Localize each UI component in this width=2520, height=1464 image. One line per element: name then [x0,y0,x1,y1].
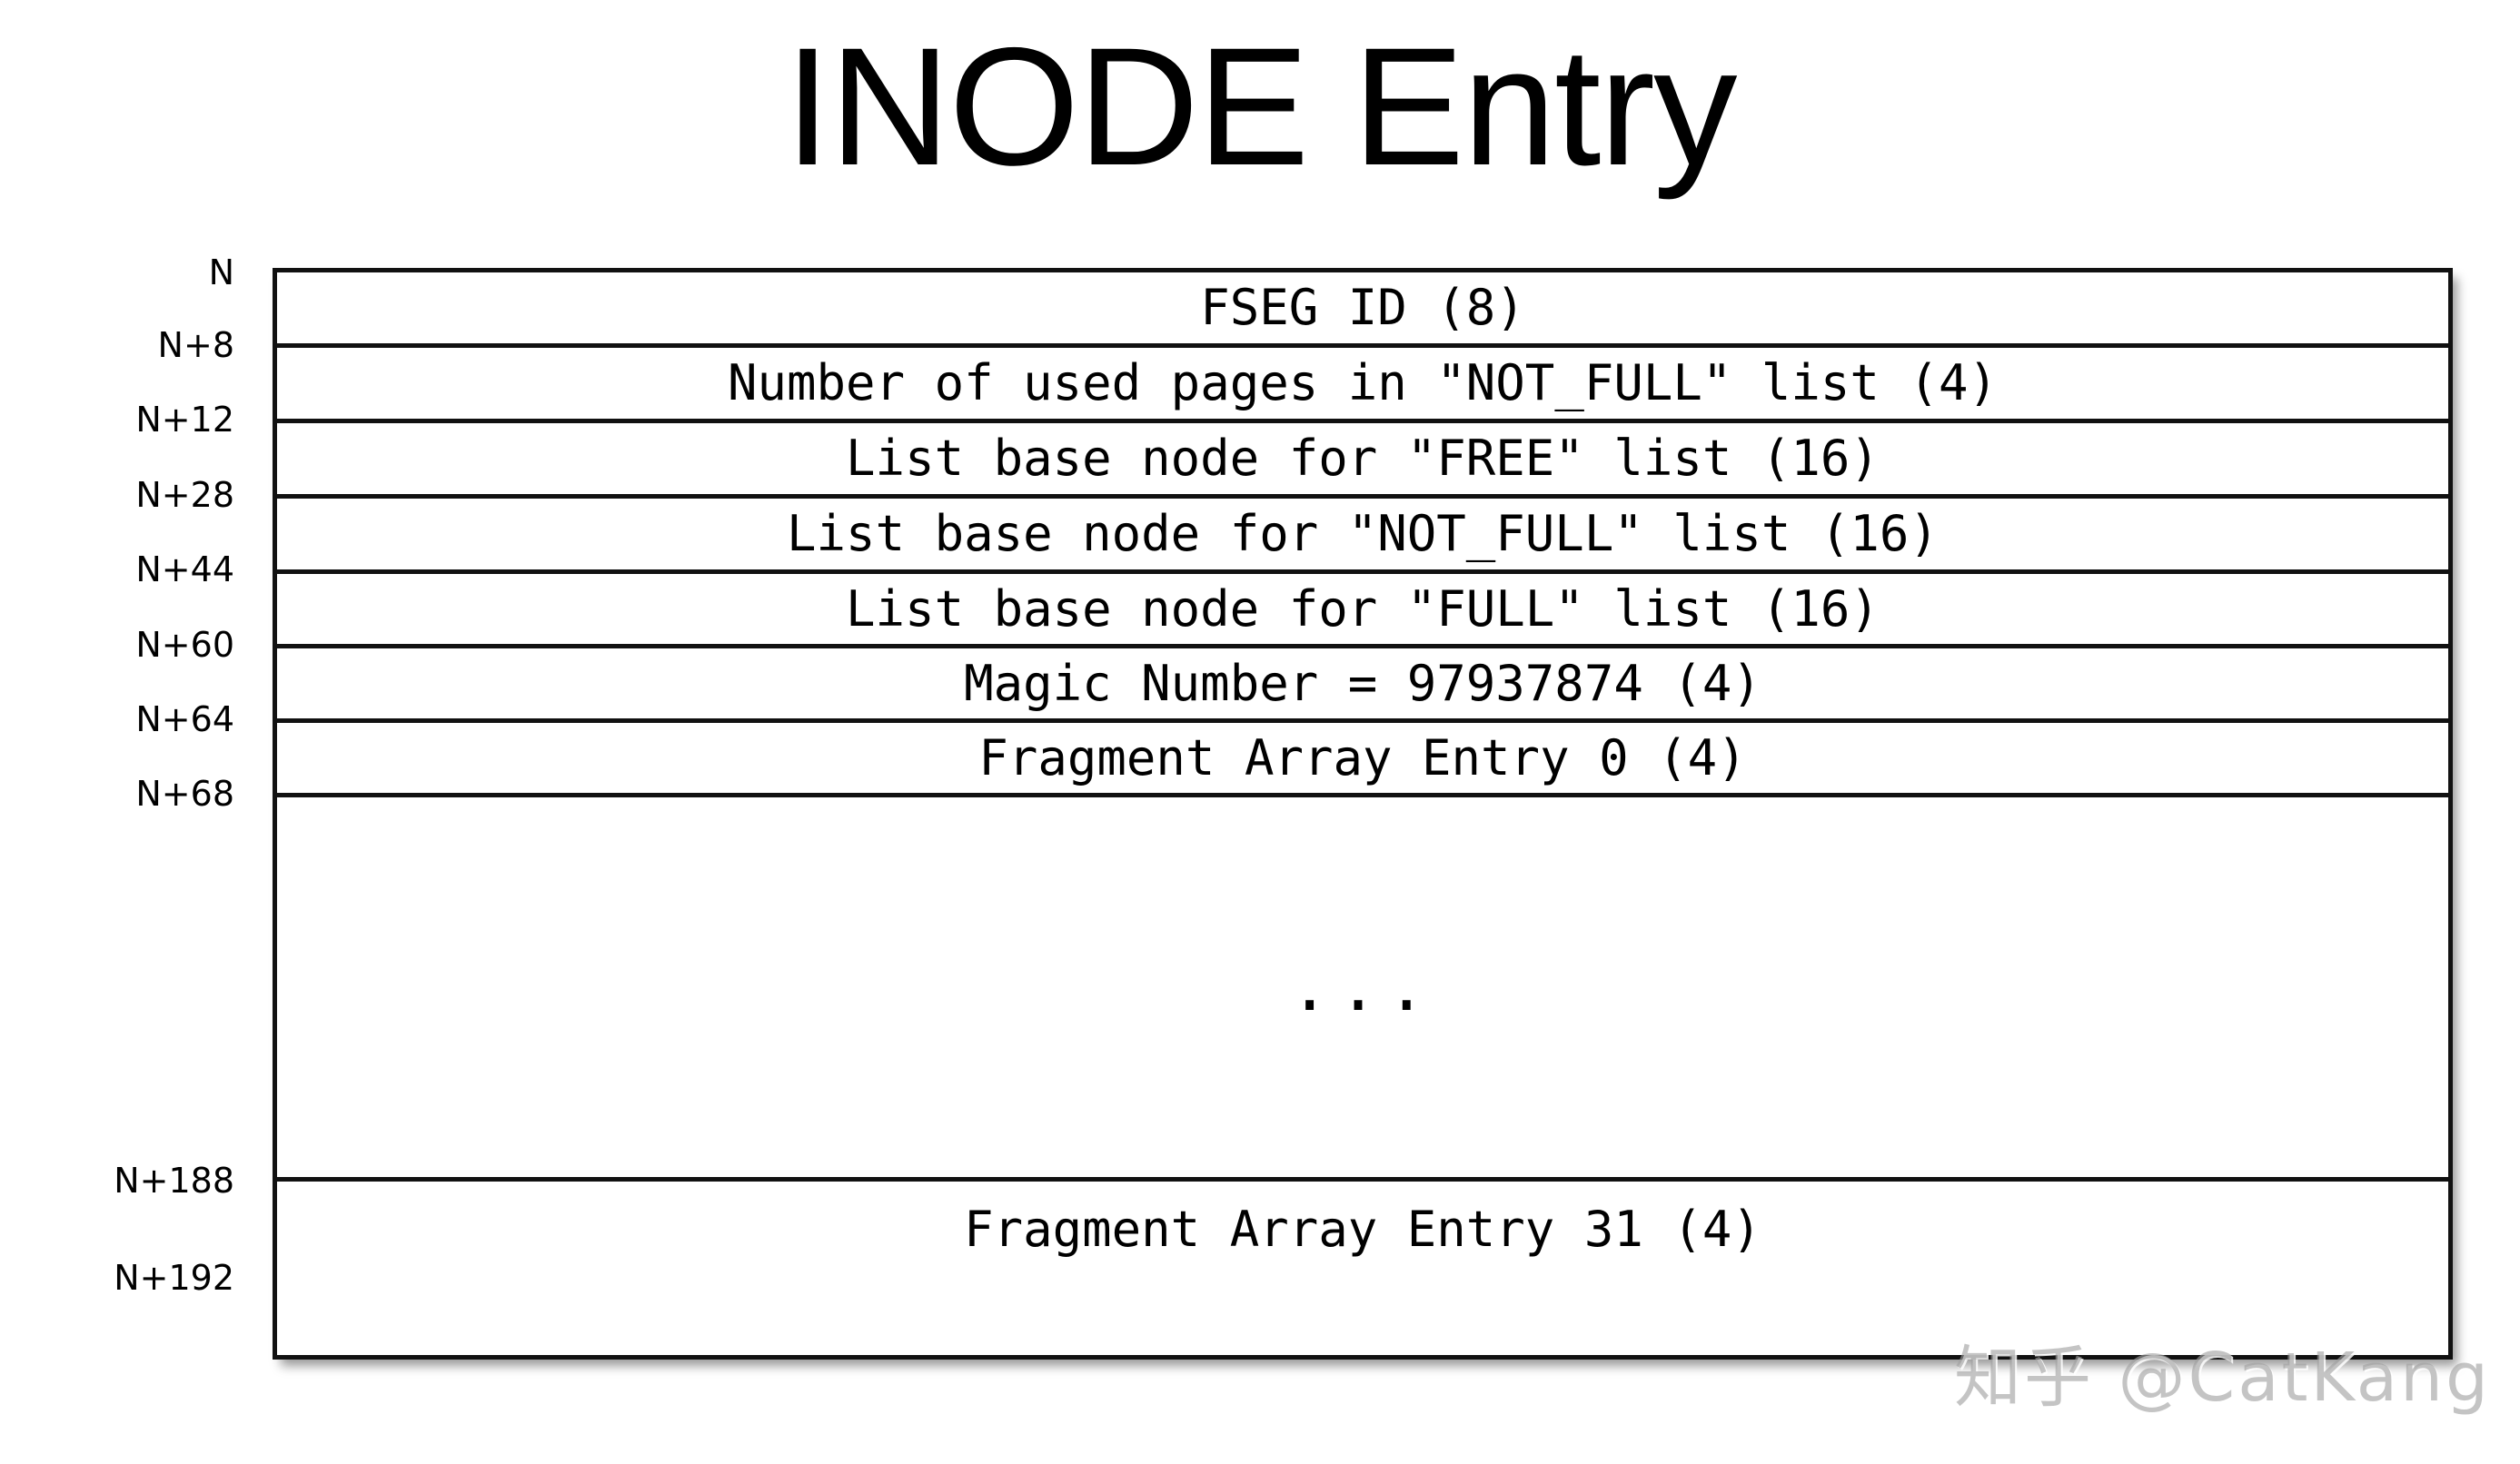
row-label: List base node for "FULL" list (16) [846,579,1880,638]
row-label: List base node for "FREE" list (16) [846,430,1880,487]
row-label: Fragment Array Entry 0 (4) [978,728,1747,786]
offset-label: N+68 [135,774,234,814]
row-label: Magic Number = 97937874 (4) [964,654,1761,712]
row-fragment-31: Fragment Array Entry 31 (4) [277,1182,2448,1278]
row-label: Number of used pages in "NOT_FULL" list … [728,354,1998,411]
row-fragment-0: Fragment Array Entry 0 (4) [277,723,2448,797]
row-label: List base node for "NOT_FULL" list (16) [787,505,1939,562]
row-fseg-id: FSEG ID (8) [277,272,2448,348]
row-label: FSEG ID (8) [1200,279,1525,336]
offset-label: N+28 [135,475,234,515]
inode-entry-struct-table: FSEG ID (8) Number of used pages in "NOT_… [273,268,2453,1360]
row-label: ... [1289,949,1436,1025]
row-ellipsis: ... [277,797,2448,1182]
page-title: INODE Entry [784,14,1737,201]
row-magic-number: Magic Number = 97937874 (4) [277,648,2448,723]
row-label: Fragment Array Entry 31 (4) [964,1201,1761,1258]
offset-label: N+60 [135,625,234,665]
offset-label: N+8 [157,325,234,365]
offset-label: N+12 [135,400,234,440]
row-used-pages: Number of used pages in "NOT_FULL" list … [277,348,2448,423]
offset-label: N+64 [135,699,234,739]
offset-label: N+188 [114,1161,234,1201]
offset-label: N+44 [135,549,234,589]
row-not-full-list: List base node for "NOT_FULL" list (16) [277,499,2448,574]
row-free-list: List base node for "FREE" list (16) [277,423,2448,499]
row-full-list: List base node for "FULL" list (16) [277,574,2448,648]
offset-label: N [208,252,234,292]
offset-label: N+192 [114,1258,234,1298]
